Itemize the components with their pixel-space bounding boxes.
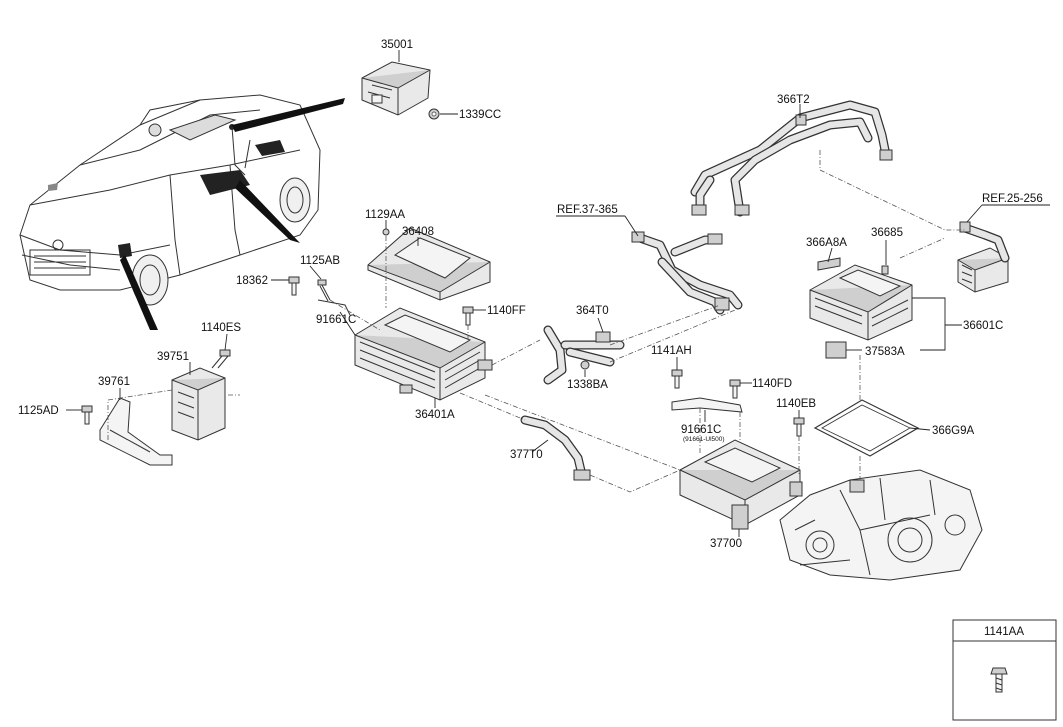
label-377T0: 377T0 [510,449,543,461]
part-91661C-bracket-b [671,397,743,413]
bolt-icon [990,667,1008,693]
connection-lines [107,150,965,493]
inset-label: 1141AA [984,626,1024,638]
label-366G9A: 366G9A [932,425,975,437]
part-35001 [361,61,431,116]
part-37700-unit [679,439,803,530]
label-1141AH: 1141AH [651,345,692,357]
label-37583A: 37583A [865,346,905,358]
part-1338BA-nut [580,360,590,370]
label-364T0: 364T0 [576,305,609,317]
label-366T2: 366T2 [777,94,810,106]
part-364T0-hose [543,325,625,385]
part-18362-bolt [288,276,300,296]
part-1140EB-bolt [793,417,805,437]
label-36401A: 36401A [415,409,455,421]
part-366T2-hose [690,100,893,217]
part-1339CC [428,108,440,120]
label-91661C-b-subtext: (91661-Ul500) [683,436,725,443]
part-ref-25-256-assembly [957,221,1010,293]
part-1125AD-bolt [81,405,93,425]
label-39751: 39751 [157,351,189,363]
label-35001: 35001 [381,39,413,51]
label-366A8A: 366A8A [806,237,847,249]
part-91661C-bracket-a [317,299,351,316]
part-366A8A-bracket [817,257,841,271]
part-1141AH-bolt [671,369,683,389]
part-labels: 35001 1339CC 366T2 REF.37-365 REF.25-256… [18,39,1043,550]
label-1125AD: 1125AD [18,405,59,417]
part-36401A-unit [354,307,493,401]
label-ref-25-256: REF.25-256 [982,193,1043,205]
part-366G9A-gasket [813,399,920,457]
label-91661C-b: 91661C [681,424,721,436]
label-ref-37-365: REF.37-365 [557,204,618,216]
label-18362: 18362 [236,275,268,287]
part-1140FF-bolt [462,306,474,326]
label-1338BA: 1338BA [567,379,608,391]
part-1125AB-bolt [317,279,331,302]
motor-assembly [779,469,983,581]
label-36408: 36408 [402,226,434,238]
inset-1141AA: 1141AA [952,619,1057,721]
label-1140FF: 1140FF [487,305,526,317]
vehicle-illustration [19,94,345,330]
label-36685: 36685 [871,227,903,239]
label-1140EB: 1140EB [776,398,816,410]
label-1140FD: 1140FD [752,378,792,390]
label-1140ES: 1140ES [201,322,241,334]
part-37583A-sensor [825,341,847,359]
part-377T0-hose [520,415,591,481]
label-1129AA: 1129AA [365,209,405,221]
part-1140ES-bolt [211,349,231,369]
label-1339CC: 1339CC [459,109,501,121]
label-1125AB: 1125AB [300,255,340,267]
part-1140FD-bolt [729,379,741,399]
label-91661C-a: 91661C [316,314,356,326]
part-36408-cover [367,227,491,301]
label-36601C: 36601C [963,320,1003,332]
part-ref-37-365-hose [631,231,743,315]
part-36685-sensor [881,265,889,275]
part-1129AA [382,228,390,236]
part-39751-ecu [171,367,226,441]
label-39761: 39761 [98,376,130,388]
label-37700: 37700 [710,538,742,550]
part-36601C-unit [809,264,913,341]
part-39761-bracket [99,397,173,466]
